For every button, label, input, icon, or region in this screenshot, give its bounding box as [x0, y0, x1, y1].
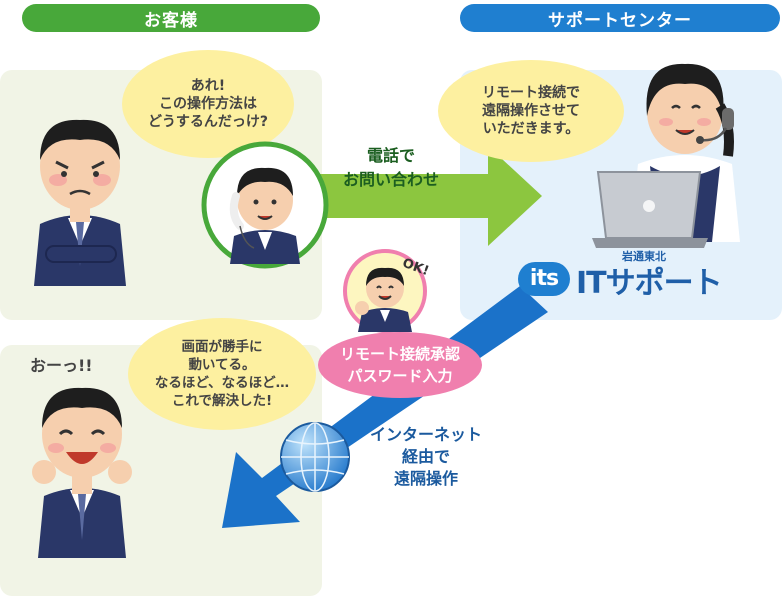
phone-arrow-label: 電話で お問い合わせ [342, 146, 439, 189]
globe-icon [280, 422, 350, 492]
support-header: サポートセンター [460, 4, 780, 32]
laptop-icon [592, 171, 708, 248]
customer-solved-bubble: 画面が勝手に 動いてる。 なるほど、なるほど… これで解決した! [128, 318, 316, 430]
customer-question-bubble: あれ! この操作方法は どうするんだっけ? [122, 50, 294, 158]
ok-person-illustration [343, 249, 427, 333]
internet-label: インターネット 経由で 遠隔操作 [369, 425, 482, 488]
logo-mark: its [518, 262, 570, 296]
phone-call-illustration [201, 141, 329, 269]
support-bubble: リモート接続で 遠隔操作させて いただきます。 [438, 60, 624, 162]
exclaim-text: おーっ!! [30, 356, 93, 375]
logo-name: ITサポート [576, 266, 723, 301]
logo-company-small: 岩通東北 [622, 250, 666, 263]
happy-customer-illustration [32, 387, 132, 558]
customer-header: お客様 [22, 4, 320, 32]
confused-customer-illustration [34, 119, 126, 286]
phone-arrow [308, 146, 542, 246]
approval-oval: リモート接続承認 パスワード入力 [318, 332, 482, 398]
